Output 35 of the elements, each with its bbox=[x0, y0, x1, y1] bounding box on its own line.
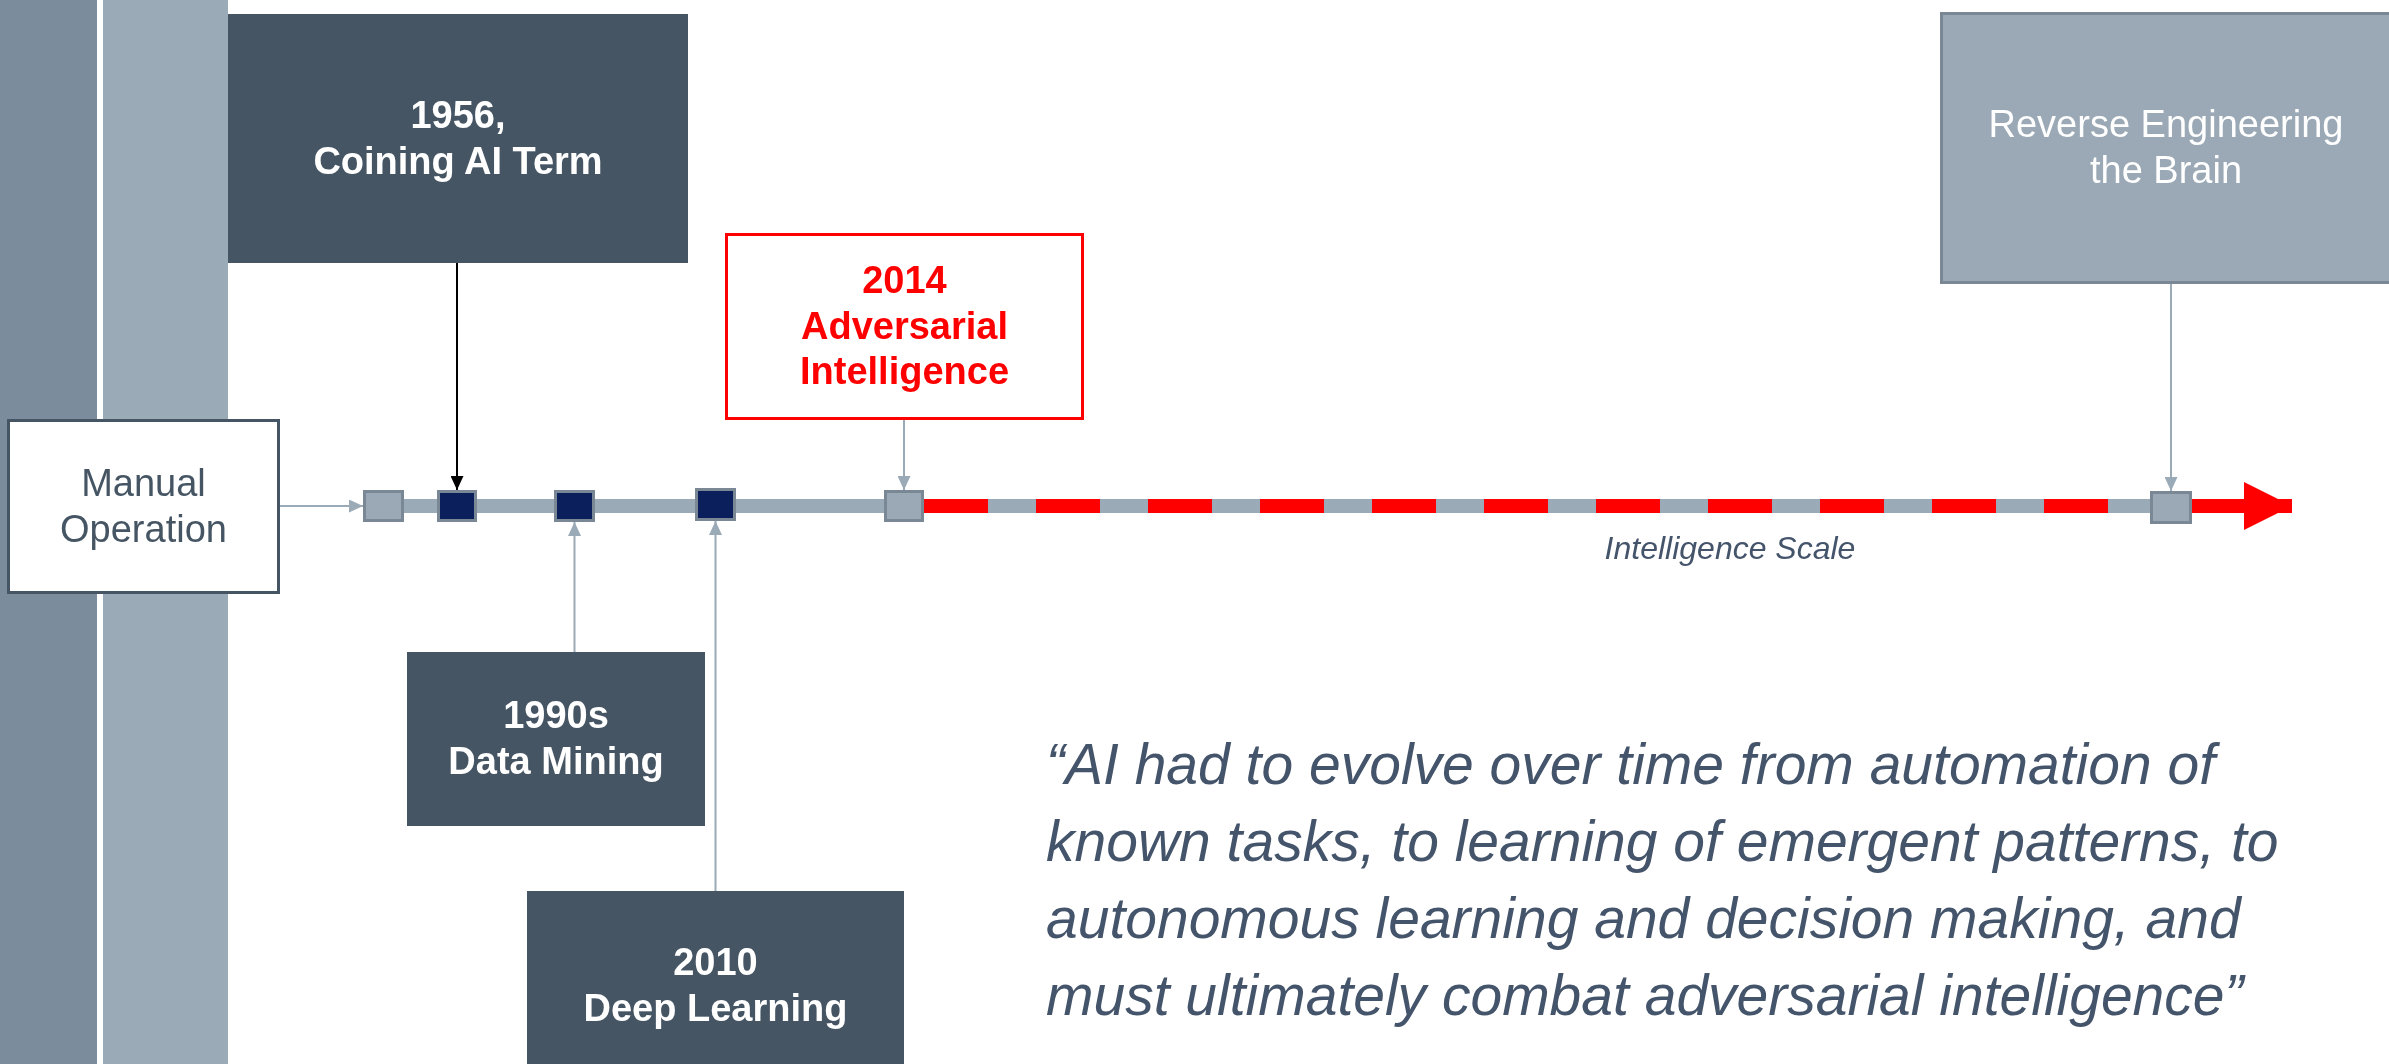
timeline-segment bbox=[404, 499, 437, 513]
milestone-box bbox=[527, 891, 904, 1064]
start-box bbox=[7, 419, 280, 594]
milestone-text: 1956, bbox=[409, 92, 507, 138]
arrow bbox=[709, 520, 722, 892]
arrow bbox=[279, 499, 364, 513]
axis-label: Intelligence Scale bbox=[1603, 530, 1857, 567]
milestone-text: 2010 bbox=[672, 940, 759, 986]
timeline-marker bbox=[2150, 491, 2192, 524]
milestone-box bbox=[1940, 12, 2389, 284]
milestone-text: Reverse Engineering the Brain bbox=[1987, 102, 2345, 193]
milestone-text: Manual Operation bbox=[59, 460, 228, 552]
timeline-marker bbox=[554, 490, 595, 522]
milestone-text: 1990s bbox=[502, 693, 610, 739]
milestone-text: Coining AI Term bbox=[312, 138, 604, 184]
milestone-text: Adversarial Intelligence bbox=[798, 303, 1011, 395]
timeline-marker bbox=[437, 490, 477, 522]
milestone-box bbox=[407, 652, 705, 826]
milestone-text: Deep Learning bbox=[582, 986, 849, 1031]
quote-text: “AI had to evolve over time from automation of known tasks, to learning of emergent patterns, to autonomous learning and decision making, and must ultimately combat adversarial intelligence” bbox=[1046, 731, 2280, 1029]
timeline-segment bbox=[477, 499, 554, 513]
timeline-marker bbox=[884, 490, 924, 522]
timeline-marker bbox=[363, 490, 404, 522]
timeline-marker bbox=[695, 488, 736, 521]
milestone-text: 2014 bbox=[861, 258, 948, 304]
timeline-segment bbox=[595, 499, 695, 513]
arrow bbox=[568, 521, 581, 653]
arrow bbox=[897, 419, 911, 491]
timeline-segment bbox=[736, 499, 884, 513]
milestone-box bbox=[725, 233, 1084, 420]
milestone-box bbox=[228, 14, 688, 263]
arrow bbox=[450, 262, 464, 491]
arrow bbox=[2164, 283, 2178, 492]
milestone-text: Data Mining bbox=[447, 739, 665, 784]
scale-arrow bbox=[2192, 482, 2292, 530]
